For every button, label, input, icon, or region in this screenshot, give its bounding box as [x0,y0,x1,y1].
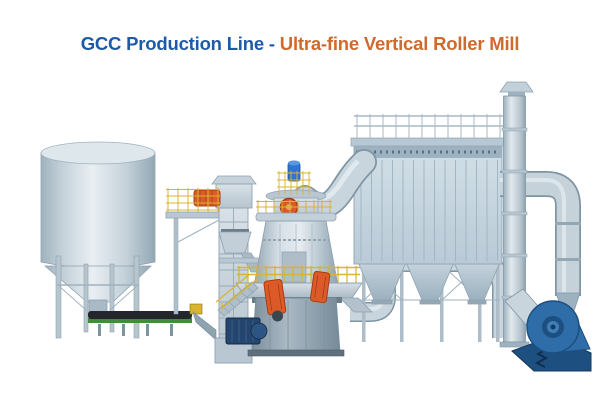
centrifugal-fan [504,288,592,372]
title-segment-orange: Ultra-fine Vertical Roller Mill [279,33,520,54]
conveyor-discharge-chute [192,311,217,341]
elevator-platform-brace [177,219,220,243]
silo-body [40,152,156,269]
mill-stairs-railing [215,273,257,309]
silo-outlet [88,299,108,313]
silo-top [40,141,156,165]
conveyor-belt [88,311,192,319]
mill-stairs-steps [223,287,255,314]
fan-duct-flange-1 [555,222,581,225]
mill-top-cage-railing [277,171,311,195]
elevator-head-roof [211,175,257,185]
pulse-jet-baghouse [350,114,506,342]
elevator-platform-railing [166,188,220,212]
fan-duct-highlight [500,178,566,292]
main-drive-motor-fins [231,320,254,342]
vertical-roller-mill [215,160,373,357]
main-drive-motor-bell [250,322,268,340]
mill-discharge-chute [339,297,373,313]
baghouse-ribs [360,160,498,261]
mill-pedestal-panels [269,300,325,350]
mill-top-ring-railing [256,200,332,213]
elevator-platform-deck [165,211,220,219]
baghouse-box [353,145,503,265]
silo-legs [55,255,140,339]
title-segment-blue: GCC Production Line - [80,33,280,54]
grinding-roller-unit-left [263,278,287,322]
belt-conveyor [88,303,217,341]
silo-braces [57,284,139,311]
conveyor-legs [98,324,173,336]
mill-pedestal [251,297,341,353]
mill-base-plinth [247,349,345,357]
conveyor-frame [88,318,192,323]
baghouse-railing [354,114,503,138]
fan-shaft [550,324,556,330]
storage-silo [40,141,156,339]
feed-hopper [218,231,252,254]
conveyor-head-guard [189,303,203,315]
grinding-roller-unit-right [310,270,331,304]
mill-stairs [217,281,259,317]
classifier-motor [287,162,301,182]
baghouse-walkway-ledge [350,137,506,147]
elevator-platform-leg [173,217,179,315]
elevator-head [215,183,253,209]
baghouse-hoppers [357,261,501,305]
duct-baghouse-to-fan [500,171,581,296]
classifier-motor-cap [288,160,300,166]
fan-duct-flange-2 [555,258,581,261]
mill-top-ring [255,212,337,222]
feed-hopper-opening [221,229,249,234]
stack-rain-cap [499,81,534,93]
stack-cap-neck [508,92,525,96]
page-title: GCC Production Line - Ultra-fine Vertica… [0,33,600,55]
